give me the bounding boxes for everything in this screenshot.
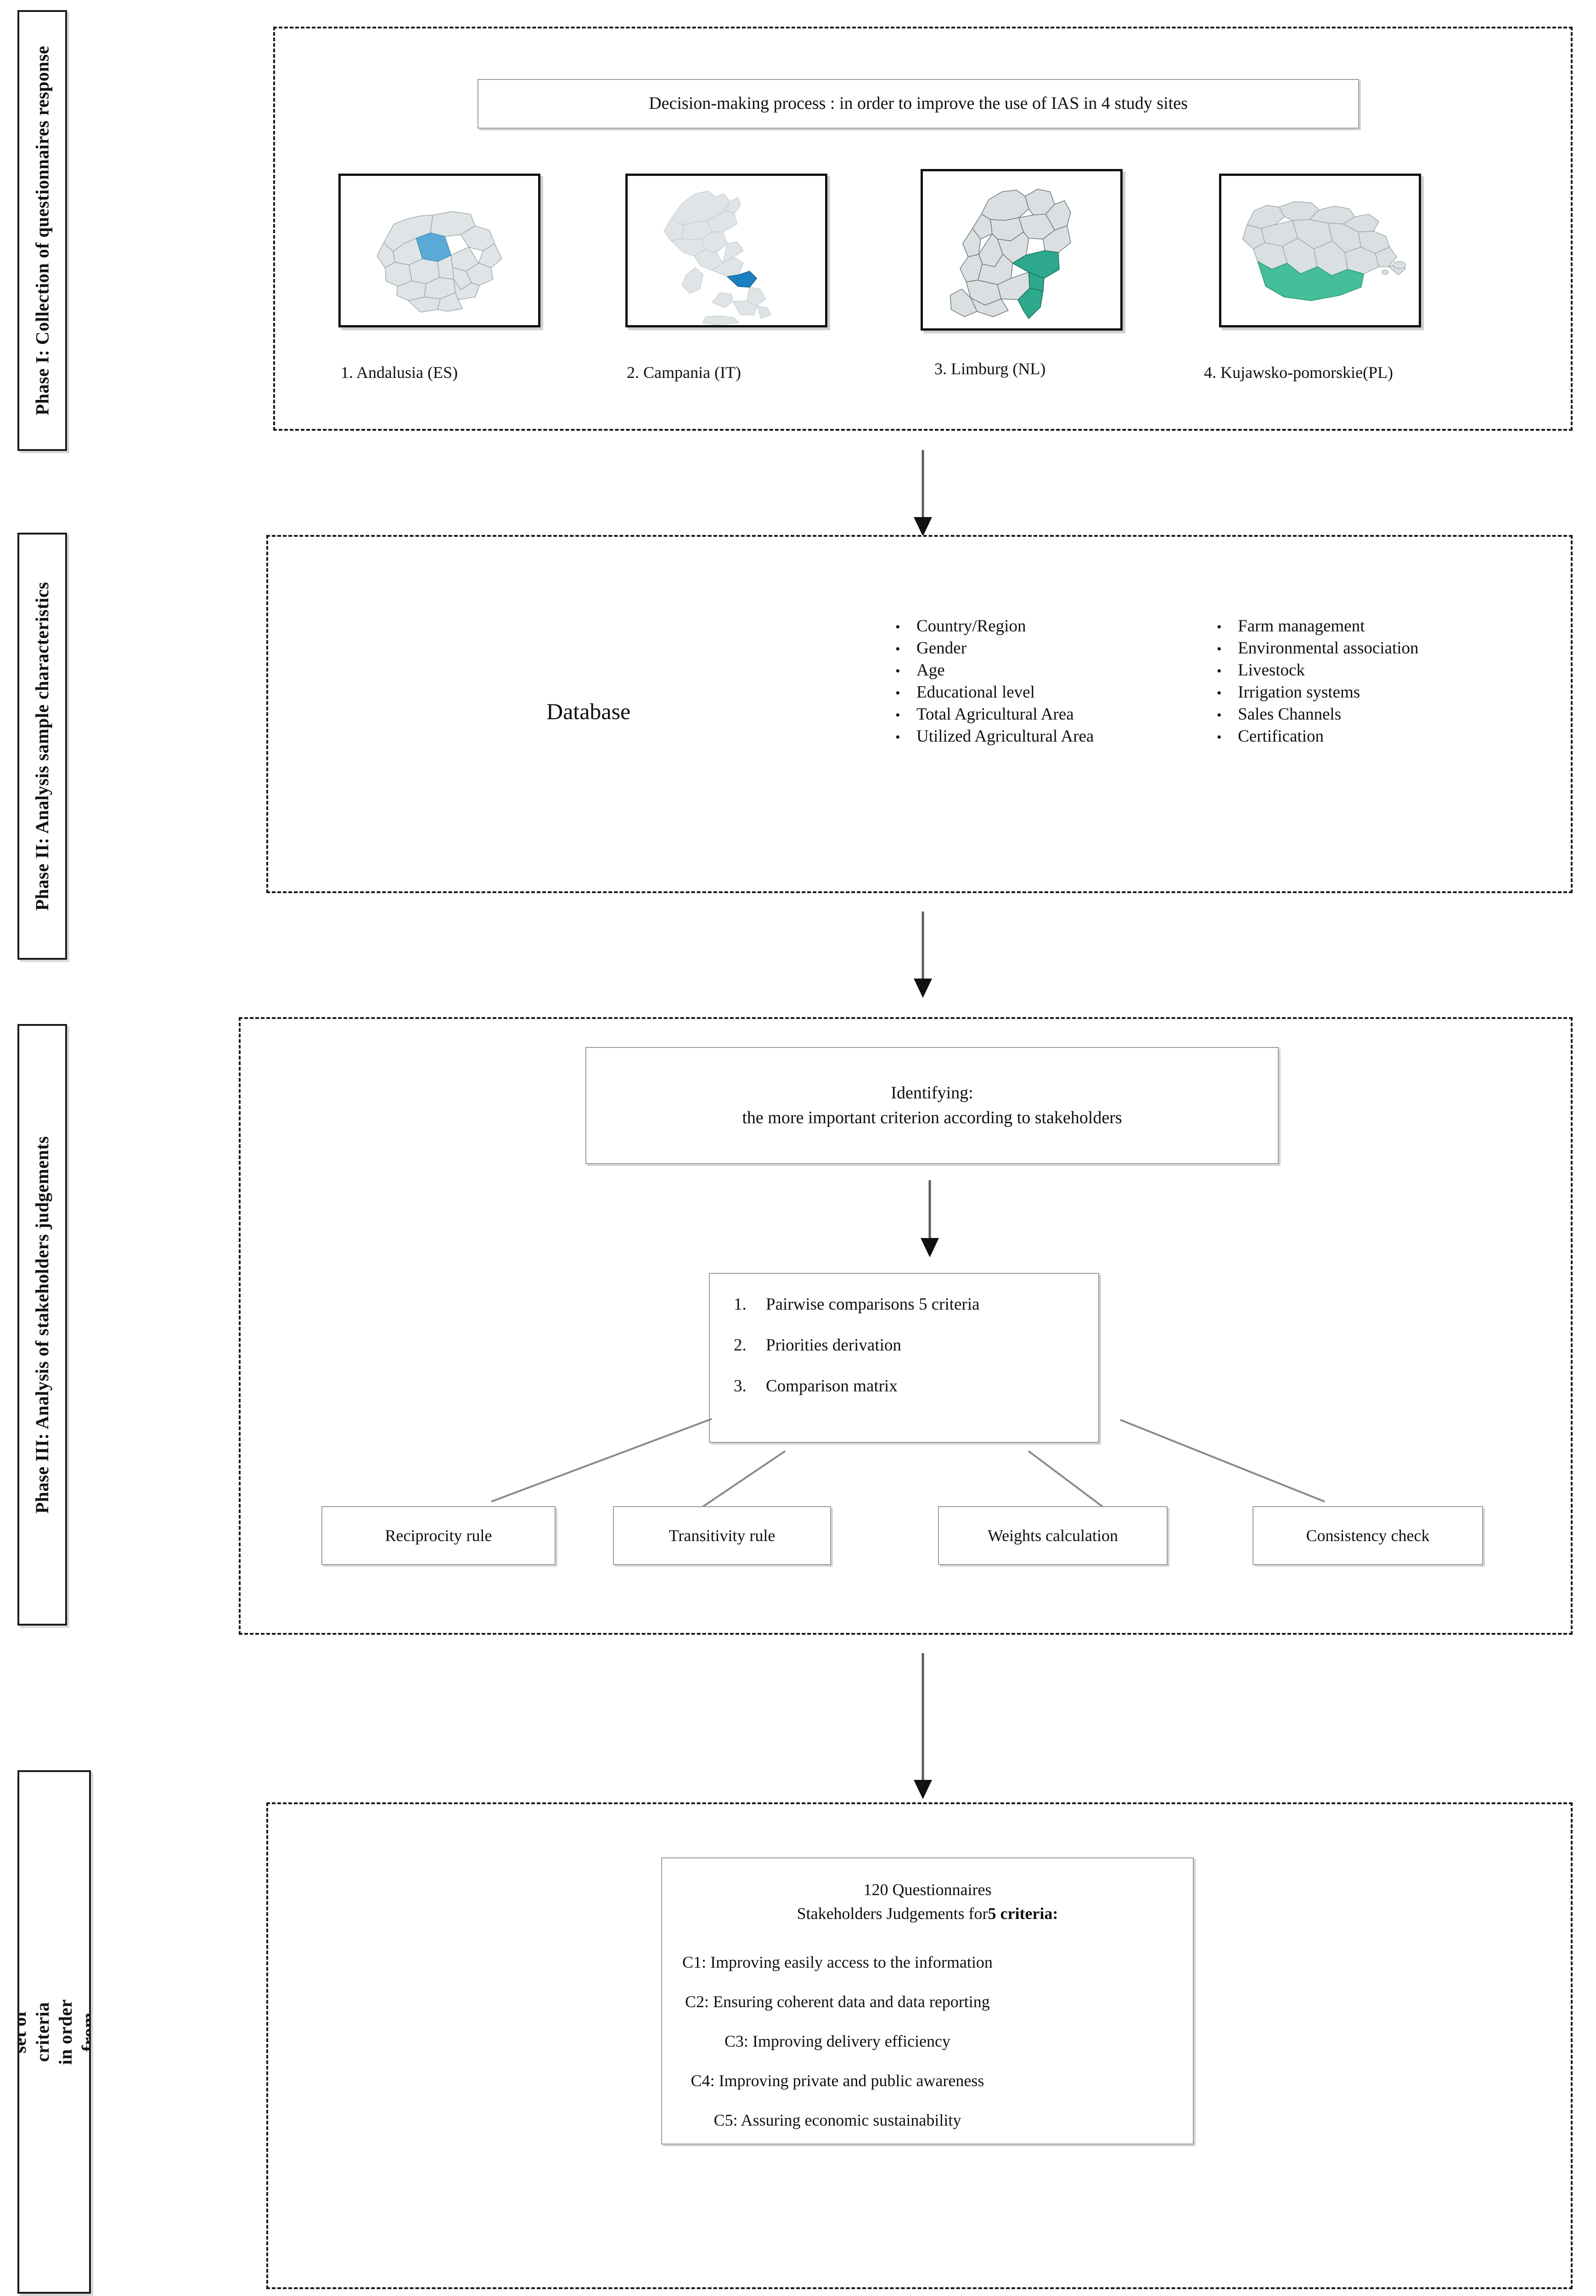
bullet-icon: • [895, 730, 900, 745]
map-frame-2 [625, 174, 827, 327]
map-caption-3: 3. Limburg (NL) [934, 360, 1046, 378]
bullet-icon: • [895, 708, 900, 723]
map-poland-svg [377, 211, 502, 313]
steps-box [709, 1273, 1099, 1443]
criteria-head-line-2-normal: Stakeholders Judgements for [797, 1904, 988, 1923]
step-text: Pairwise comparisons 5 criteria [766, 1295, 980, 1314]
leaf-box-reciprocity-rule: Reciprocity rule [321, 1506, 556, 1565]
bullet-icon: • [1217, 664, 1222, 679]
phase-rail-3-label: Phase III: Analysis of stakeholders judg… [32, 1136, 52, 1514]
db-item: •Livestock [1217, 661, 1305, 680]
arrow-identifying-to-steps [921, 1180, 939, 1257]
bullet-icon: • [1217, 730, 1222, 745]
phase-2-container [266, 535, 1573, 893]
criteria-item: C2: Ensuring coherent data and data repo… [685, 1992, 990, 2011]
bullet-icon: • [895, 642, 900, 657]
map-italy-svg [663, 191, 771, 325]
db-item: •Irrigation systems [1217, 683, 1360, 702]
criteria-head-line-2-bold: 5 criteria: [988, 1904, 1058, 1923]
map-3-highlight-region-a [1012, 250, 1060, 279]
phase-rail-4-label: Phase IV: Ranking set of criteria in ord… [17, 1999, 91, 2065]
db-item: •Country/Region [895, 617, 1026, 636]
map-netherlands-svg [950, 189, 1071, 320]
bullet-icon: • [1217, 642, 1222, 657]
db-item: •Age [895, 661, 945, 680]
bullet-icon: • [895, 686, 900, 701]
map-caption-1: 1. Andalusia (ES) [341, 363, 458, 382]
identifying-box: Identifying: the more important criterio… [585, 1047, 1279, 1164]
step-index: 3. [734, 1377, 747, 1396]
db-item: •Farm management [1217, 617, 1365, 636]
database-label: Database [546, 698, 631, 724]
step-row: 1. Pairwise comparisons 5 criteria [734, 1296, 979, 1313]
bullet-icon: • [1217, 708, 1222, 723]
leaf-box-weights-calculation: Weights calculation [938, 1506, 1168, 1565]
phase-rail-1: Phase I: Collection of questionnaires re… [17, 10, 67, 451]
step-text: Priorities derivation [766, 1336, 901, 1355]
arrow-phase1-to-phase2 [914, 450, 932, 536]
step-text: Comparison matrix [766, 1377, 898, 1396]
step-index: 1. [734, 1295, 747, 1314]
criteria-summary-box: 120 Questionnaires Stakeholders Judgemen… [661, 1857, 1194, 2144]
criteria-head-line-2: Stakeholders Judgements for5 criteria: [662, 1902, 1193, 1925]
step-index: 2. [734, 1336, 747, 1355]
map-1-highlight-region [416, 232, 452, 262]
criteria-item: C4: Improving private and public awarene… [691, 2071, 984, 2090]
leaf-label: Reciprocity rule [385, 1526, 492, 1545]
bullet-icon: • [895, 619, 900, 635]
identifying-line-2: the more important criterion according t… [742, 1108, 1122, 1127]
criteria-list: C1: Improving easily access to the infor… [682, 1953, 993, 2130]
bullet-icon: • [1217, 686, 1222, 701]
map-caption-4: 4. Kujawsko‑pomorskie(PL) [1204, 363, 1393, 382]
criteria-item: C5: Assuring economic sustainability [714, 2111, 961, 2129]
arrow-phase2-to-phase3 [914, 912, 932, 998]
phase-rail-3: Phase III: Analysis of stakeholders judg… [17, 1024, 67, 1626]
decision-process-title: Decision‑making process : in order to im… [649, 94, 1188, 113]
map-spain-svg [1242, 201, 1406, 301]
leaf-label: Weights calculation [987, 1526, 1118, 1545]
leaf-label: Transitivity rule [669, 1526, 776, 1545]
bullet-icon: • [895, 664, 900, 679]
decision-process-title-box: Decision‑making process : in order to im… [478, 79, 1359, 129]
db-item: •Environmental association [1217, 639, 1419, 658]
bullet-icon: • [1217, 619, 1222, 635]
leaf-label: Consistency check [1306, 1526, 1430, 1545]
step-row: 2. Priorities derivation [734, 1337, 979, 1354]
leaf-box-consistency-check: Consistency check [1253, 1506, 1483, 1565]
step-row: 3. Comparison matrix [734, 1378, 979, 1395]
db-item: •Utilized Agricultural Area [895, 727, 1094, 746]
criteria-item: C1: Improving easily access to the infor… [682, 1953, 993, 1971]
db-item: •Certification [1217, 727, 1324, 746]
map-2-highlight-region [726, 270, 758, 288]
map-4-highlight-region [1257, 260, 1365, 301]
steps-list: 1. Pairwise comparisons 5 criteria 2. Pr… [734, 1296, 979, 1395]
criteria-head: 120 Questionnaires Stakeholders Judgemen… [662, 1878, 1193, 1925]
leaf-box-transitivity-rule: Transitivity rule [613, 1506, 831, 1565]
database-column-right: •Farm management •Environmental associat… [1217, 618, 1419, 750]
phase-rail-2-label: Phase II: Analysis sample characteristic… [32, 581, 53, 911]
map-3-highlight-region-c [1028, 271, 1045, 292]
phase-rail-1-label: Phase I: Collection of questionnaires re… [32, 45, 52, 416]
map-frame-1 [338, 174, 540, 327]
steps-to-leaves-connectors [491, 1418, 1325, 1514]
db-item: •Total Agricultural Area [895, 705, 1074, 724]
arrow-phase3-to-phase4 [914, 1653, 932, 1799]
phase-rail-2: Phase II: Analysis sample characteristic… [17, 533, 67, 960]
db-item: •Gender [895, 639, 967, 658]
phase-rail-4: Phase IV: Ranking set of criteria in ord… [17, 1770, 91, 2294]
database-column-left: •Country/Region •Gender •Age •Educationa… [895, 618, 1094, 750]
criteria-head-line-1: 120 Questionnaires [863, 1880, 992, 1899]
map-frame-3 [921, 169, 1123, 331]
map-frame-4 [1219, 174, 1421, 327]
db-item: •Sales Channels [1217, 705, 1342, 724]
identifying-line-1: Identifying: [891, 1083, 973, 1103]
criteria-item: C3: Improving delivery efficiency [724, 2032, 951, 2050]
map-caption-2: 2. Campania (IT) [627, 363, 741, 382]
db-item: •Educational level [895, 683, 1035, 702]
